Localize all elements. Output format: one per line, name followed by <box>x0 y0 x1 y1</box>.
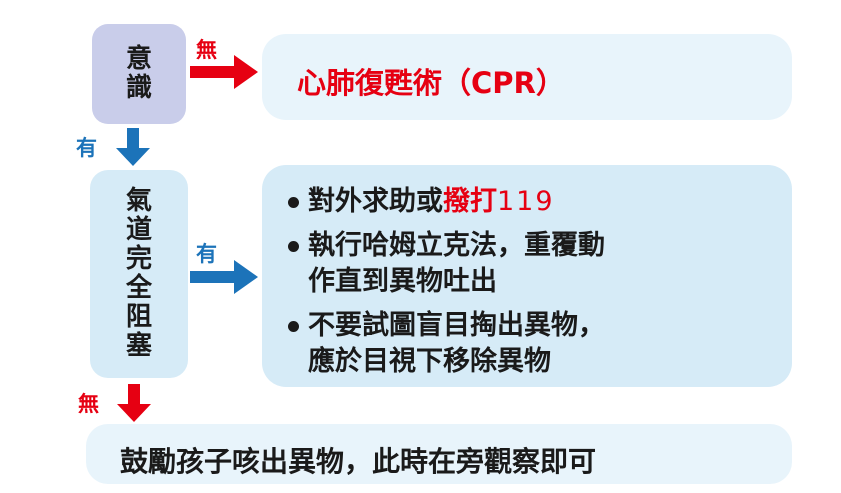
action-number: 119 <box>497 186 555 217</box>
airway-char: 完 <box>125 244 152 274</box>
action-item: 執行哈姆立克法，重覆動 作直到異物吐出 <box>288 228 605 300</box>
bullet-icon <box>288 241 299 252</box>
airway-char: 道 <box>125 215 152 245</box>
edge-label-no-consciousness: 無 <box>196 38 217 62</box>
consciousness-char: 意 <box>125 44 152 74</box>
arrow-right-blue <box>190 260 258 294</box>
action-item: 不要試圖盲目掏出異物， 應於目視下移除異物 <box>288 308 605 380</box>
action-text: 對外求助或 <box>308 186 443 217</box>
airway-char: 塞 <box>125 331 152 361</box>
airway-obstruction-node: 氣 道 完 全 阻 塞 <box>90 170 188 378</box>
encourage-cough-panel <box>86 424 792 484</box>
consciousness-node: 意 識 <box>92 24 186 124</box>
action-line: 不要試圖盲目掏出異物， <box>308 310 605 341</box>
cpr-panel <box>262 34 792 120</box>
bullet-icon <box>288 321 299 332</box>
arrow-down-red <box>117 384 151 422</box>
action-line: 執行哈姆立克法，重覆動 <box>308 230 605 261</box>
action-line: 應於目視下移除異物 <box>308 346 551 377</box>
cpr-text: 心肺復甦術（CPR） <box>297 66 565 100</box>
edge-label-no-airway: 無 <box>78 392 99 416</box>
consciousness-char: 識 <box>125 73 152 103</box>
bullet-icon <box>288 197 299 208</box>
arrow-right-red <box>190 55 258 89</box>
encourage-cough-text: 鼓勵孩子咳出異物，此時在旁觀察即可 <box>120 445 597 478</box>
edge-label-yes-airway: 有 <box>196 242 217 266</box>
airway-char: 阻 <box>125 302 152 332</box>
airway-char: 氣 <box>125 186 152 216</box>
action-item: 對外求助或撥打119 <box>288 184 555 220</box>
action-line: 作直到異物吐出 <box>308 266 497 297</box>
arrow-down-blue <box>116 128 150 166</box>
obstruction-actions-panel <box>262 165 792 387</box>
edge-label-yes-consciousness: 有 <box>76 136 97 160</box>
action-text-highlight: 撥打 <box>443 186 497 217</box>
airway-char: 全 <box>125 273 152 303</box>
